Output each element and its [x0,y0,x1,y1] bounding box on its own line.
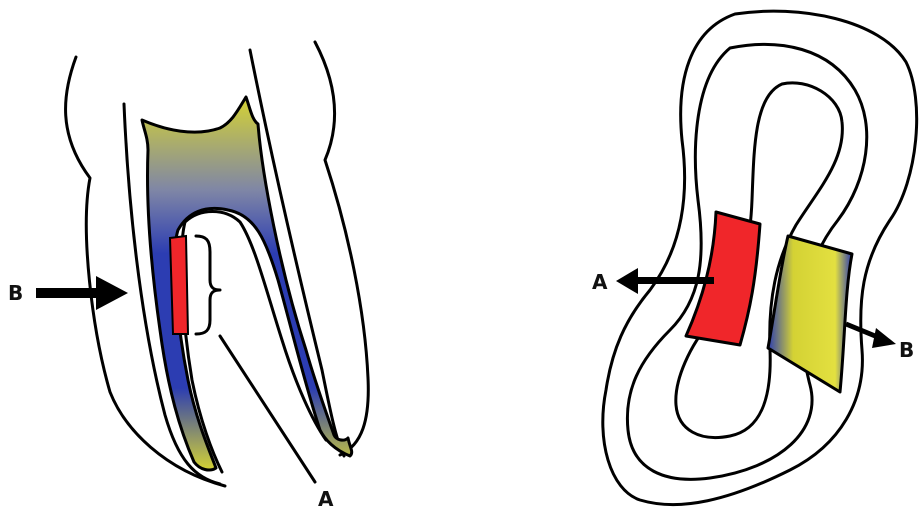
danger-zone-red [170,236,188,334]
tooth-longitudinal-section: B A [8,42,368,511]
root-surface-right [250,50,344,456]
label-b-right: B [899,338,914,362]
cross-section-outer-outline [603,11,917,504]
brace-marker [196,236,220,334]
label-a-right: A [592,270,608,294]
tooth-cross-section: A B [592,11,917,504]
label-a-left: A [318,487,334,511]
label-b-left: B [8,281,23,305]
arrow-b-right [846,324,896,348]
arrow-b-left [36,276,128,310]
tooth-outer-outline-right [315,42,368,455]
